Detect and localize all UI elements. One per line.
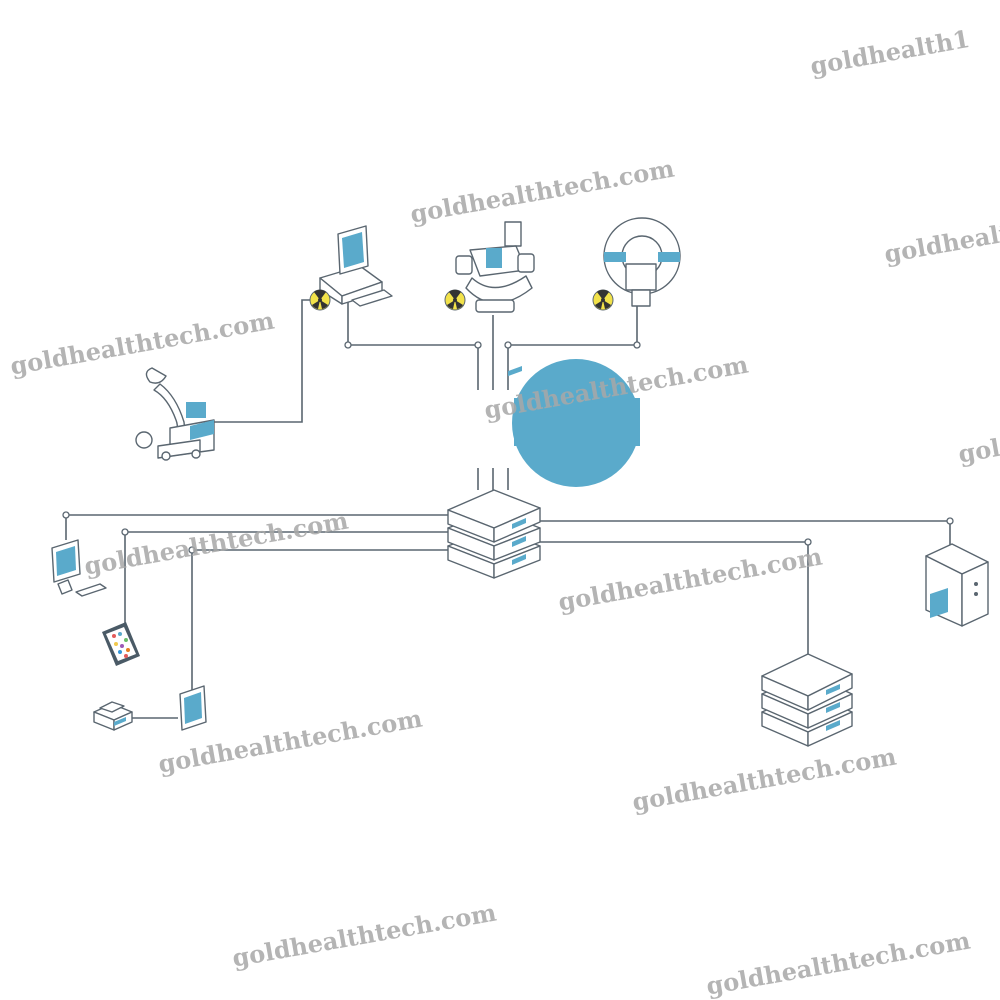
- desktop-monitor-icon: [51, 539, 107, 597]
- junction-dot: [62, 511, 70, 519]
- line-tablet: [191, 549, 448, 690]
- line-mri: [507, 305, 638, 390]
- workstation-icon: [319, 225, 393, 307]
- line-workstation: [347, 300, 479, 390]
- printer-icon: [93, 701, 133, 731]
- tower-server-icon: [925, 543, 989, 627]
- junction-dot: [474, 341, 482, 349]
- line-c-arm: [210, 299, 318, 423]
- server-stack-icon: [447, 366, 541, 579]
- line-server-2: [538, 541, 809, 665]
- junction-dot: [344, 341, 352, 349]
- junction-dot: [188, 546, 196, 554]
- junction-dot: [804, 538, 812, 546]
- line-phone: [124, 531, 448, 625]
- server-stack-icon: [761, 653, 853, 747]
- junction-dot: [504, 341, 512, 349]
- connection-lines: [62, 299, 954, 719]
- radiation-icon: [592, 289, 614, 311]
- junction-dot: [946, 517, 954, 525]
- mri-scanner-icon: [603, 217, 681, 307]
- junction-dot: [121, 528, 129, 536]
- line-desktop: [65, 514, 448, 540]
- tablet-icon: [179, 685, 207, 731]
- c-arm-icon: [135, 367, 215, 461]
- smartphone-icon: [102, 622, 140, 666]
- junction-dot: [633, 341, 641, 349]
- xray-machine-icon: [455, 221, 535, 313]
- radiation-icon: [444, 289, 466, 311]
- radiation-icon: [309, 289, 331, 311]
- central-cloud-icon: [512, 359, 640, 487]
